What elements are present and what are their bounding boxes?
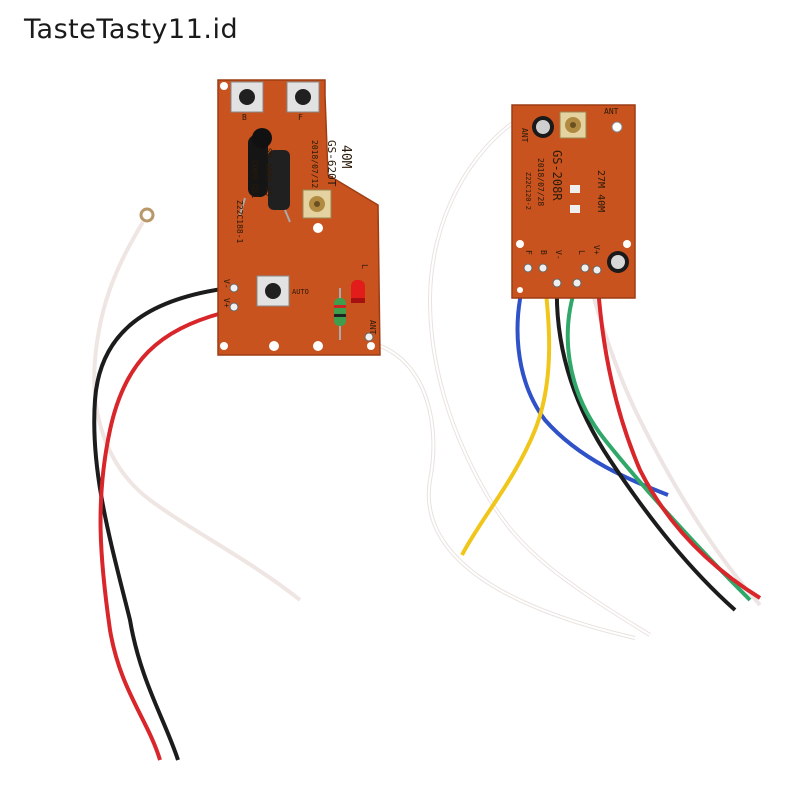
- watermark-text: TasteTasty11.id: [24, 14, 239, 45]
- trimmer-potentiometer: [302, 189, 332, 219]
- receiver-pin-v-minus: V-: [554, 250, 563, 260]
- receiver-part: Z22C120-2: [524, 172, 532, 210]
- power-wire-black: [92, 287, 223, 761]
- auto-button-switch: [256, 275, 290, 307]
- wire-yellow: [460, 267, 552, 556]
- freq-checkbox-40m: [570, 205, 580, 213]
- component-text-1: SH 4009 IS: [264, 148, 273, 196]
- wire-red: [595, 269, 762, 600]
- receiver-trimmer: [559, 111, 587, 139]
- receiver-board: ANT ANT GS-208R 2018/07/28 Z22C120-2 27M…: [511, 104, 636, 299]
- button-f-switch: [286, 81, 320, 113]
- oscillator-components: [239, 128, 291, 223]
- transmitter-part: Z22C188-1: [235, 200, 244, 244]
- receiver-ant-label: ANT: [604, 107, 619, 116]
- freq-checkbox-27m: [570, 185, 580, 193]
- wire-white: [583, 267, 762, 607]
- red-led: [351, 280, 365, 303]
- transmitter-date: 2018/07/12: [310, 140, 319, 188]
- receiver-date: 2018/07/28: [536, 158, 545, 206]
- button-b-switch: [230, 81, 264, 113]
- wire-green: [565, 282, 752, 602]
- receiver-wires: [427, 116, 762, 637]
- pin-v-plus: V+: [222, 298, 231, 308]
- wire-blue: [515, 267, 669, 497]
- pin-v-minus: V-: [222, 279, 231, 289]
- receiver-model: GS-208R: [550, 150, 564, 201]
- receiver-pin-l: L: [577, 250, 586, 255]
- label-f: F: [298, 113, 303, 122]
- transmitter-freq: 40M: [338, 145, 353, 169]
- transmitter-model: GS-620T: [325, 140, 338, 187]
- green-resistor: [334, 288, 346, 340]
- wire-black: [554, 282, 737, 612]
- small-capacitor: [607, 251, 629, 273]
- receiver-ant-label-2: ANT: [520, 128, 529, 143]
- receiver-pin-v-plus: V+: [592, 245, 601, 255]
- transmitter-wires: [92, 207, 636, 761]
- pin-ant: ANT: [368, 320, 377, 335]
- receiver-freq: 27M 40M: [595, 170, 606, 212]
- pin-led: L: [360, 264, 369, 269]
- label-b: B: [242, 113, 247, 122]
- label-auto: AUTO: [292, 288, 309, 296]
- power-wire-red: [98, 311, 223, 761]
- receiver-pin-b: B: [539, 250, 548, 255]
- electrolytic-capacitor: [532, 116, 554, 138]
- ring-terminal: [139, 207, 155, 223]
- receiver-pin-f: F: [524, 250, 533, 255]
- antenna-wire-white: [371, 342, 636, 639]
- component-text-2: CD09 GS1: [250, 160, 259, 199]
- transmitter-board: B F SH 4009 IS CD09 GS1 40M GS-620T 2018…: [217, 79, 381, 356]
